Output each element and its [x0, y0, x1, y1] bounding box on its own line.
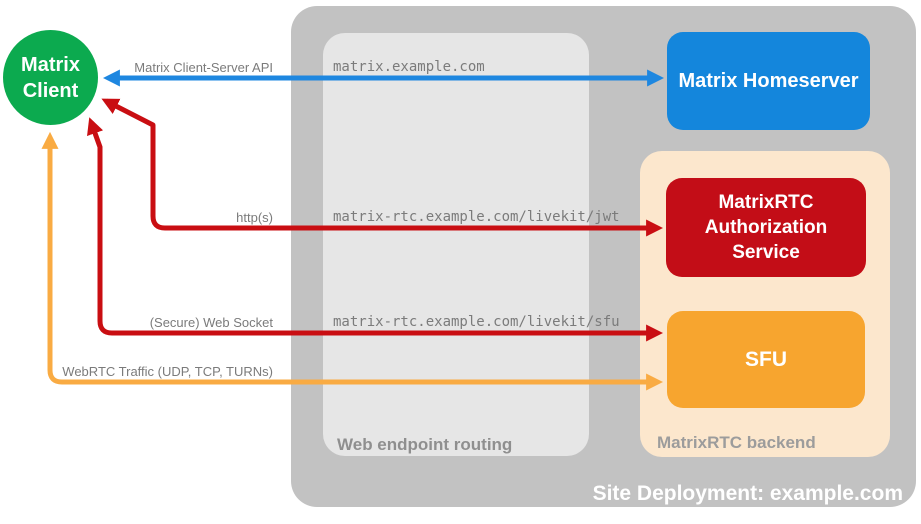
edge-label-client-server-api: Matrix Client-Server API [134, 60, 273, 75]
edge-label-https: http(s) [236, 210, 273, 225]
route-livekit-jwt: matrix-rtc.example.com/livekit/jwt [333, 209, 620, 225]
edge-label-webrtc: WebRTC Traffic (UDP, TCP, TURNs) [62, 364, 273, 379]
matrixrtc-authorization-service-node: MatrixRTC Authorization Service [666, 178, 866, 277]
route-matrix-example-com: matrix.example.com [333, 59, 485, 75]
edge-label-websocket: (Secure) Web Socket [149, 315, 273, 330]
matrixrtc-backend-label: MatrixRTC backend [657, 433, 816, 452]
matrix-client-node: Matrix Client [3, 30, 98, 125]
matrix-homeserver-node: Matrix Homeserver [667, 32, 870, 130]
sfu-node: SFU [667, 311, 865, 408]
route-livekit-sfu: matrix-rtc.example.com/livekit/sfu [333, 314, 620, 330]
site-deployment-label: Site Deployment: example.com [592, 482, 903, 505]
web-endpoint-routing-label: Web endpoint routing [337, 435, 513, 454]
web-endpoint-routing-box [323, 33, 589, 456]
